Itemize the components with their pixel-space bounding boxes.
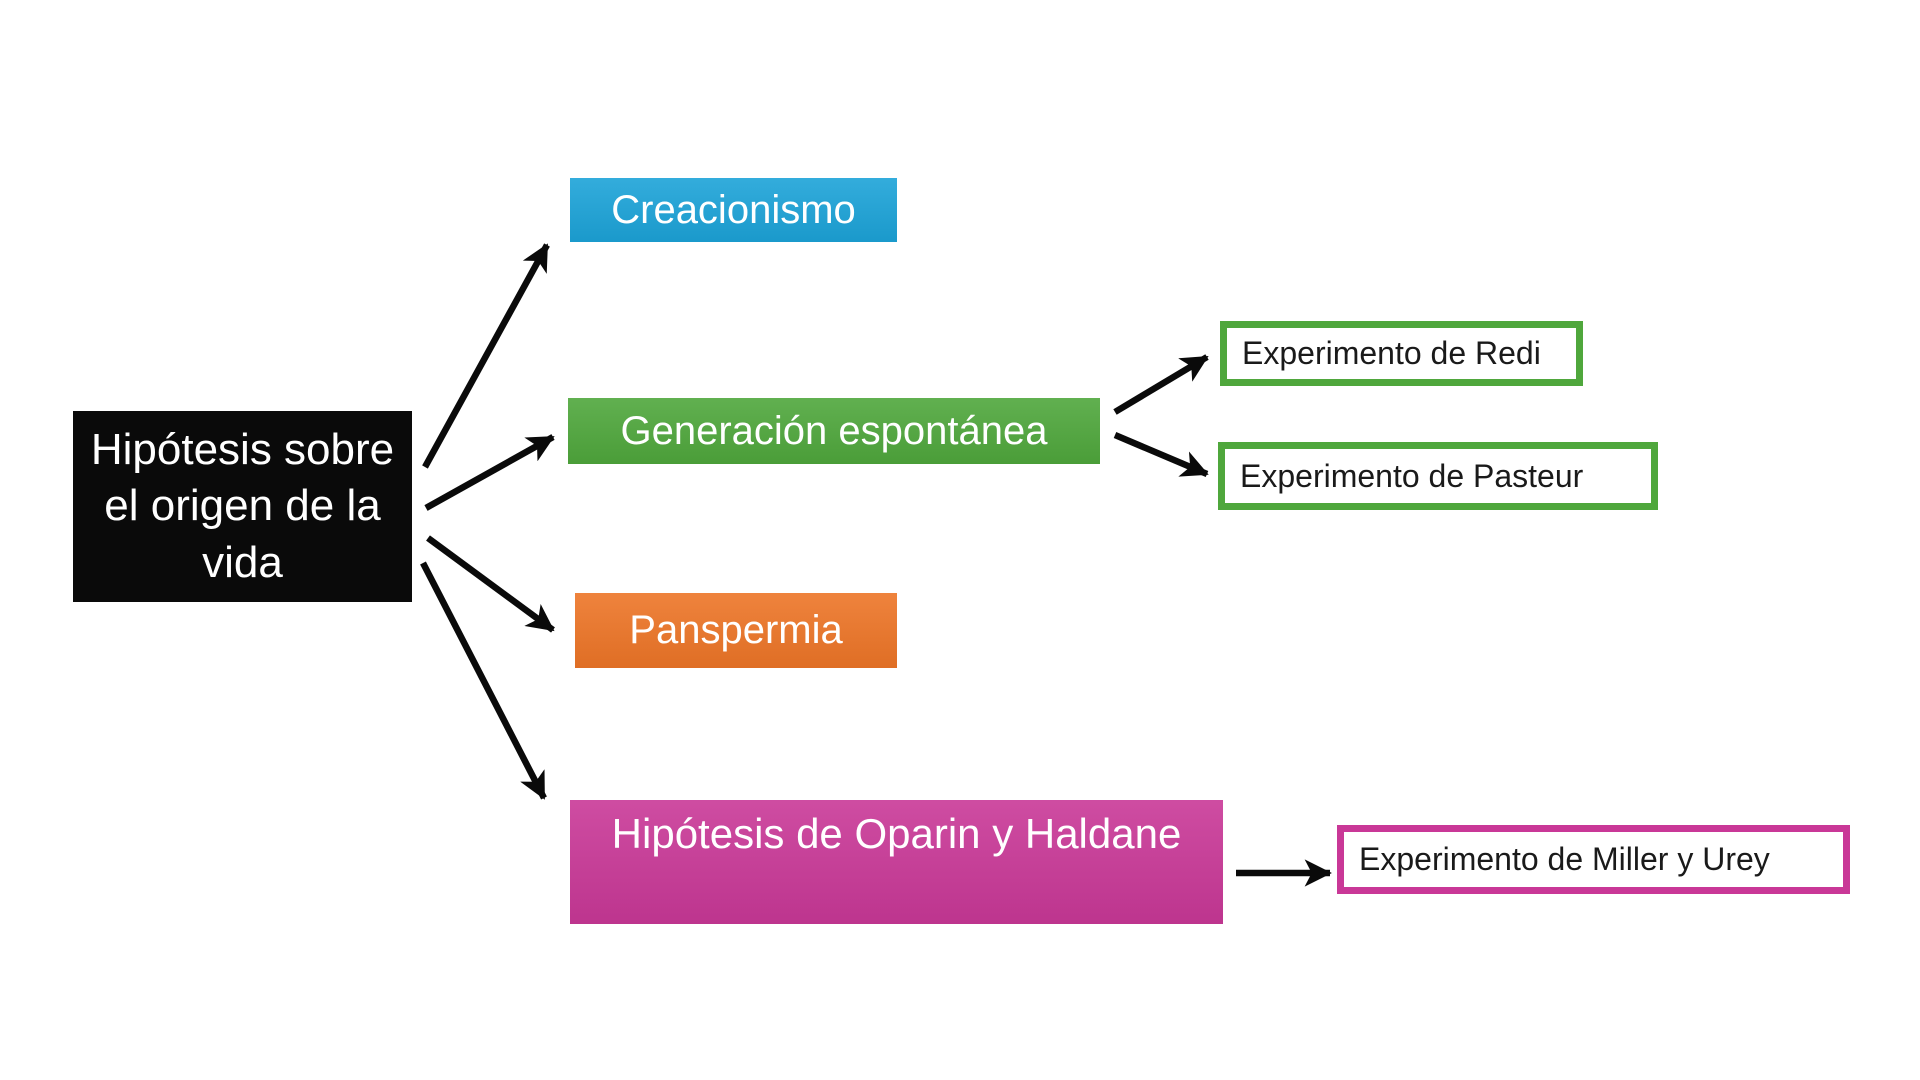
node-oparin-haldane-label: Hipótesis de Oparin y Haldane — [611, 810, 1182, 857]
node-panspermia: Panspermia — [575, 593, 897, 668]
node-oparin-haldane: Hipótesis de Oparin y Haldane — [570, 800, 1223, 924]
arrow-root-panspermia — [426, 535, 555, 633]
node-experimento-redi-label: Experimento de Redi — [1242, 335, 1541, 371]
node-experimento-pasteur-label: Experimento de Pasteur — [1240, 457, 1584, 494]
arrow-root-oparin — [420, 561, 547, 800]
arrow-generacion-redi — [1113, 354, 1209, 415]
node-creacionismo: Creacionismo — [570, 178, 897, 242]
node-creacionismo-label: Creacionismo — [611, 187, 856, 232]
arrow-root-creacionismo — [422, 243, 550, 469]
node-generacion-espontanea: Generación espontánea — [568, 398, 1100, 464]
node-panspermia-label: Panspermia — [629, 608, 843, 652]
node-root-label: Hipótesis sobre el origen de la vida — [90, 425, 395, 587]
node-experimento-redi: Experimento de Redi — [1220, 321, 1583, 386]
node-experimento-miller-urey-label: Experimento de Miller y Urey — [1359, 841, 1770, 877]
node-generacion-espontanea-label: Generación espontánea — [620, 408, 1048, 453]
arrow-generacion-pasteur — [1113, 432, 1209, 477]
node-root-hipotesis-origen-vida: Hipótesis sobre el origen de la vida — [73, 411, 412, 602]
node-experimento-pasteur: Experimento de Pasteur — [1218, 442, 1658, 510]
node-experimento-miller-urey: Experimento de Miller y Urey — [1337, 825, 1850, 894]
arrow-root-generacion — [424, 434, 555, 511]
